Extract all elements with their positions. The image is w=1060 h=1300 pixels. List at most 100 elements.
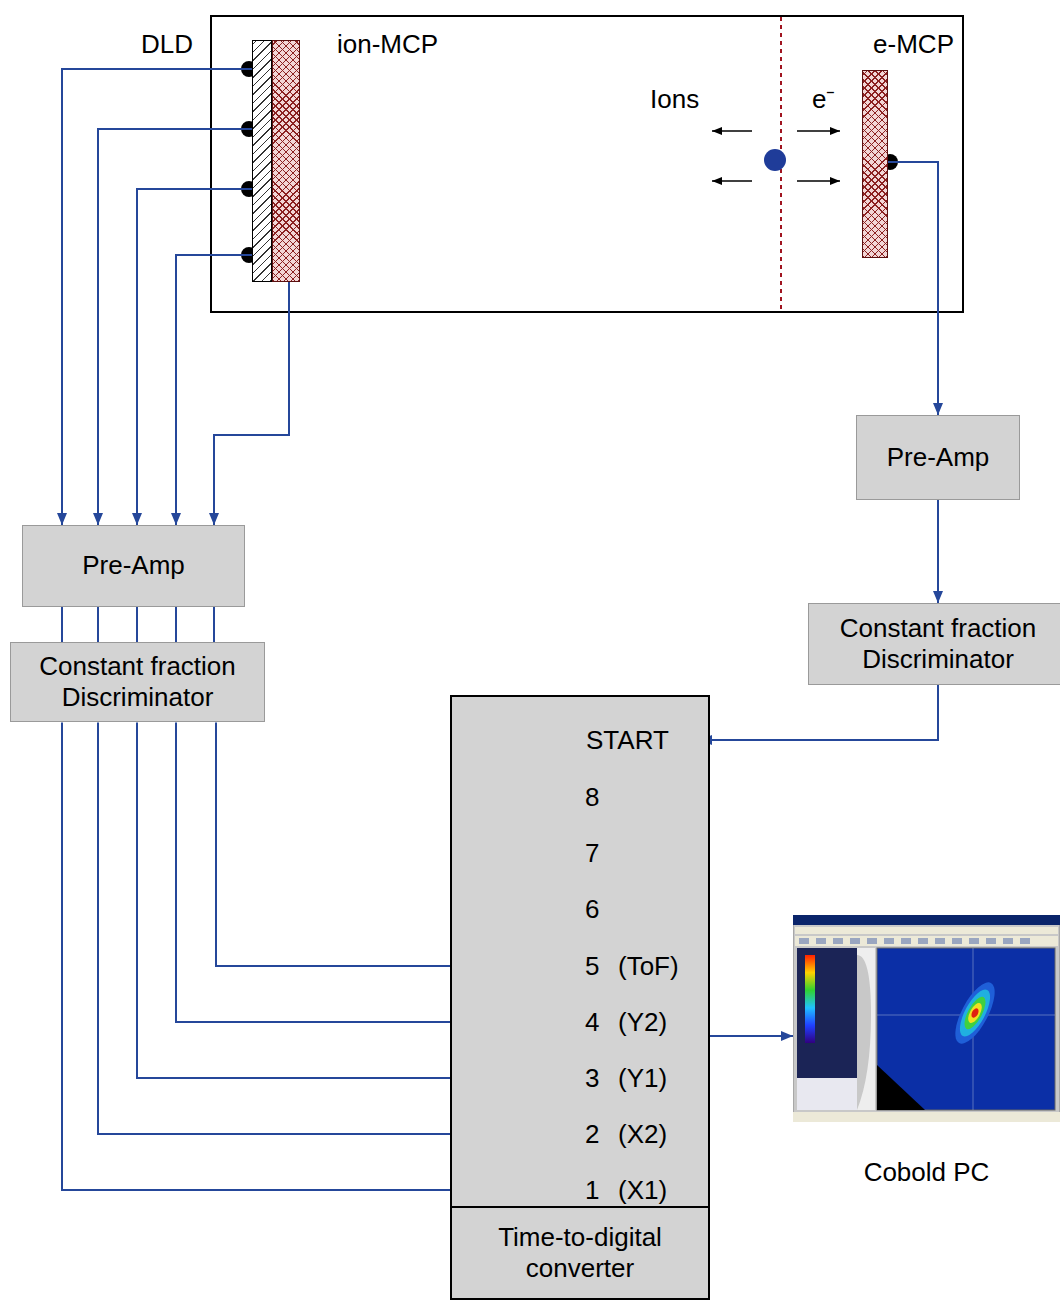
signal-cable xyxy=(62,722,487,1190)
tool-icon xyxy=(833,938,843,944)
signal-cable xyxy=(710,1035,793,1037)
node-label: 2 xyxy=(577,1116,607,1152)
signal-cable xyxy=(937,500,939,603)
count-blob xyxy=(948,977,1003,1049)
channel-row: 8 xyxy=(487,779,700,815)
tool-icon xyxy=(986,938,996,944)
node-label: DLD xyxy=(141,29,193,60)
window-frame xyxy=(793,915,1060,1122)
ion-arrow xyxy=(712,130,752,132)
cobold-pc: Cobold PC xyxy=(793,915,1060,1190)
text-holder: Constant fraction Discriminator xyxy=(809,609,1060,679)
node-label: 4 xyxy=(577,1004,607,1040)
text-holder: Pre-Amp xyxy=(881,438,996,477)
particle-label: Ions xyxy=(650,84,699,115)
empty-region xyxy=(877,1065,925,1110)
channel-row: 2(X2) xyxy=(487,1116,700,1152)
tool-icon xyxy=(952,938,962,944)
discriminator-box: Constant fraction Discriminator xyxy=(10,642,265,722)
text-holder: Pre-Amp xyxy=(76,546,191,585)
colour-bar xyxy=(805,955,815,1043)
channel-row: 5(ToF) xyxy=(487,948,700,984)
node-label: 7 xyxy=(577,835,607,871)
tool-icon xyxy=(884,938,894,944)
node-label: START xyxy=(578,720,677,760)
discriminator-box: Constant fraction Discriminator xyxy=(808,603,1060,685)
node-label: Constant fraction Discriminator xyxy=(17,651,258,713)
node-label: Constant fraction Discriminator xyxy=(815,613,1060,675)
tool-icon xyxy=(918,938,928,944)
footer-band: Time-to-digital converter xyxy=(452,1206,708,1298)
pre-amp-box: Pre-Amp xyxy=(22,525,245,607)
signal-cable xyxy=(97,607,99,642)
node-label: ion-MCP xyxy=(337,29,438,60)
signal-cable xyxy=(700,685,938,740)
info-panel xyxy=(797,1078,857,1110)
signal-cable xyxy=(888,162,938,415)
signal-name: (ToF) xyxy=(610,948,687,984)
signal-cable xyxy=(137,722,487,1078)
particle-label: e⁻ xyxy=(812,84,835,115)
node-label: 8 xyxy=(577,779,607,815)
signal-name: (X1) xyxy=(610,1172,675,1208)
signal-cable xyxy=(62,69,252,525)
signal-name: (Y2) xyxy=(610,1004,675,1040)
node-label: e-MCP xyxy=(873,29,954,60)
tool-icon xyxy=(935,938,945,944)
node-label: Cobold PC xyxy=(793,1157,1060,1188)
signal-cable xyxy=(214,282,289,525)
blob-ring xyxy=(948,977,1003,1049)
target-particle xyxy=(764,149,786,171)
electron-arrow xyxy=(797,130,840,132)
menu-bar xyxy=(795,927,1058,934)
signal-cable xyxy=(213,607,215,642)
signal-cable xyxy=(137,189,252,525)
node-label: 1 xyxy=(577,1172,607,1208)
channel-row: 7 xyxy=(487,835,700,871)
blob-ring xyxy=(960,994,989,1032)
tool-bar xyxy=(795,936,1058,946)
vacuum-chamber xyxy=(211,16,963,312)
signal-cable xyxy=(136,607,138,642)
tool-icon xyxy=(816,938,826,944)
blob-ring xyxy=(970,1007,980,1019)
signal-cable xyxy=(98,722,487,1134)
node-label: 5 xyxy=(577,948,607,984)
channel-row: 3(Y1) xyxy=(487,1060,700,1096)
text-holder: Constant fraction Discriminator xyxy=(11,647,264,717)
channel-row: 6 xyxy=(487,891,700,927)
tool-icon xyxy=(799,938,809,944)
tdc-box: Time-to-digital converterSTART8765(ToF)4… xyxy=(450,695,710,1300)
ion-mcp-plate: ion-MCP xyxy=(272,40,300,282)
node-label: Pre-Amp xyxy=(82,550,185,581)
signal-cable xyxy=(98,129,252,525)
plot-area xyxy=(877,948,1055,1110)
tool-icon xyxy=(850,938,860,944)
signal-cable xyxy=(61,607,63,642)
title-bar xyxy=(793,915,1060,925)
ion-arrow xyxy=(712,180,752,182)
cobold-screenshot xyxy=(793,915,1060,1122)
signal-cable xyxy=(175,607,177,642)
channel-row: 4(Y2) xyxy=(487,1004,700,1040)
tool-icon xyxy=(867,938,877,944)
pre-amp-box: Pre-Amp xyxy=(856,415,1020,500)
delay-line-detector: DLD xyxy=(252,40,272,282)
status-bar xyxy=(793,1112,1060,1122)
tool-icon xyxy=(1020,938,1030,944)
tool-icon xyxy=(1003,938,1013,944)
tool-icon xyxy=(969,938,979,944)
node-label: 3 xyxy=(577,1060,607,1096)
blob-ring xyxy=(954,985,996,1040)
signal-cable xyxy=(176,722,487,1022)
signal-cable xyxy=(216,722,487,966)
node-label: Time-to-digital converter xyxy=(452,1222,708,1284)
blob-ring xyxy=(965,1001,984,1025)
node-label: Pre-Amp xyxy=(887,442,990,473)
signal-name: (X2) xyxy=(610,1116,675,1152)
electron-arrow xyxy=(797,180,840,182)
node-label: 6 xyxy=(577,891,607,927)
bracket-shape xyxy=(857,948,875,1110)
signal-name: (Y1) xyxy=(610,1060,675,1096)
